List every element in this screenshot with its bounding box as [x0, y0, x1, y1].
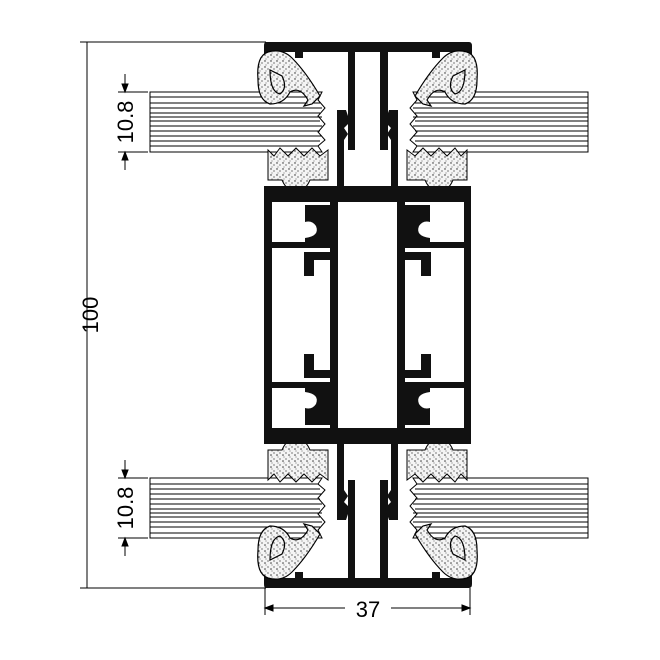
central-tube-void [338, 205, 397, 425]
dimension-height [80, 41, 266, 589]
dimension-height-label: 100 [78, 297, 103, 334]
dimension-glass-top [118, 74, 148, 170]
dimension-width-label: 37 [356, 597, 380, 622]
dimension-glass-bottom [118, 460, 148, 556]
dimension-glass-top-label: 10.8 [113, 101, 138, 144]
dimension-glass-bottom-label: 10.8 [113, 487, 138, 530]
dimension-width-label-bg [345, 596, 391, 620]
